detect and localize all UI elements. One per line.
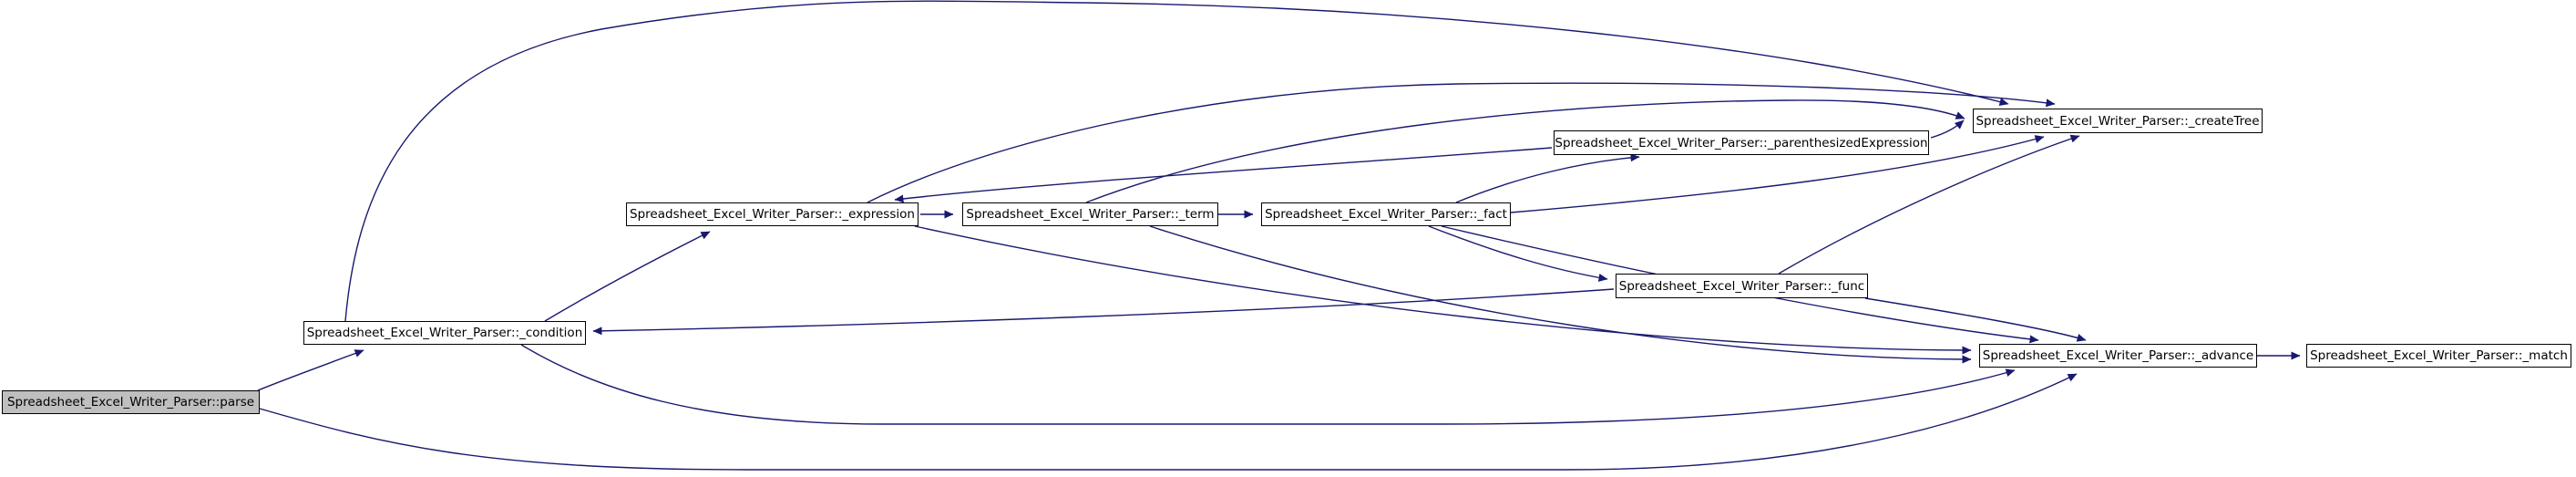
edge-func-advance bbox=[1864, 297, 2087, 342]
node-label: Spreadsheet_Excel_Writer_Parser::_match bbox=[2310, 348, 2568, 363]
edge-expression-advance bbox=[914, 225, 1972, 355]
node-parse[interactable]: Spreadsheet_Excel_Writer_Parser::parse bbox=[2, 390, 260, 414]
node-label: Spreadsheet_Excel_Writer_Parser::_parent… bbox=[1555, 135, 1928, 150]
node-func[interactable]: Spreadsheet_Excel_Writer_Parser::_func bbox=[1616, 274, 1868, 298]
edge-fact-createTree bbox=[1510, 135, 2045, 213]
edge-condition-advance bbox=[520, 344, 2016, 425]
edge-term-advance bbox=[1149, 225, 1972, 364]
edge-func-condition bbox=[592, 288, 1615, 336]
node-label: Spreadsheet_Excel_Writer_Parser::_expres… bbox=[630, 207, 915, 222]
edge-parenthesizedExpression-createTree bbox=[1930, 119, 1965, 139]
node-label: Spreadsheet_Excel_Writer_Parser::_advanc… bbox=[1982, 348, 2254, 363]
node-expression[interactable]: Spreadsheet_Excel_Writer_Parser::_expres… bbox=[626, 202, 919, 226]
edge-fact-parenthesizedExpression bbox=[1455, 153, 1640, 203]
node-term[interactable]: Spreadsheet_Excel_Writer_Parser::_term bbox=[962, 202, 1218, 226]
edge-expression-createTree bbox=[867, 82, 2056, 203]
edge-fact-func bbox=[1428, 225, 1608, 282]
edge-func-createTree bbox=[1778, 134, 2080, 275]
edge-condition-expression bbox=[544, 231, 711, 322]
edge-term-createTree bbox=[1085, 99, 1965, 203]
node-condition[interactable]: Spreadsheet_Excel_Writer_Parser::_condit… bbox=[303, 321, 586, 345]
edge-condition-createTree bbox=[344, 0, 2009, 322]
node-label: Spreadsheet_Excel_Writer_Parser::parse bbox=[6, 395, 255, 410]
node-label: Spreadsheet_Excel_Writer_Parser::_condit… bbox=[306, 326, 583, 340]
node-label: Spreadsheet_Excel_Writer_Parser::_fact bbox=[1265, 207, 1507, 222]
node-label: Spreadsheet_Excel_Writer_Parser::_func bbox=[1618, 278, 1865, 294]
node-fact[interactable]: Spreadsheet_Excel_Writer_Parser::_fact bbox=[1261, 202, 1511, 226]
node-parenthesizedExpression[interactable]: Spreadsheet_Excel_Writer_Parser::_parent… bbox=[1554, 130, 1929, 155]
edge-parse-condition bbox=[257, 349, 364, 391]
node-label: Spreadsheet_Excel_Writer_Parser::_term bbox=[966, 207, 1215, 222]
node-advance[interactable]: Spreadsheet_Excel_Writer_Parser::_advanc… bbox=[1979, 344, 2257, 368]
node-createTree[interactable]: Spreadsheet_Excel_Writer_Parser::_create… bbox=[1973, 109, 2263, 133]
edge-parenthesizedExpression-expression bbox=[894, 147, 1553, 203]
node-match[interactable]: Spreadsheet_Excel_Writer_Parser::_match bbox=[2306, 344, 2571, 368]
node-label: Spreadsheet_Excel_Writer_Parser::_create… bbox=[1976, 113, 2260, 129]
edge-parse-advance bbox=[259, 373, 2078, 471]
